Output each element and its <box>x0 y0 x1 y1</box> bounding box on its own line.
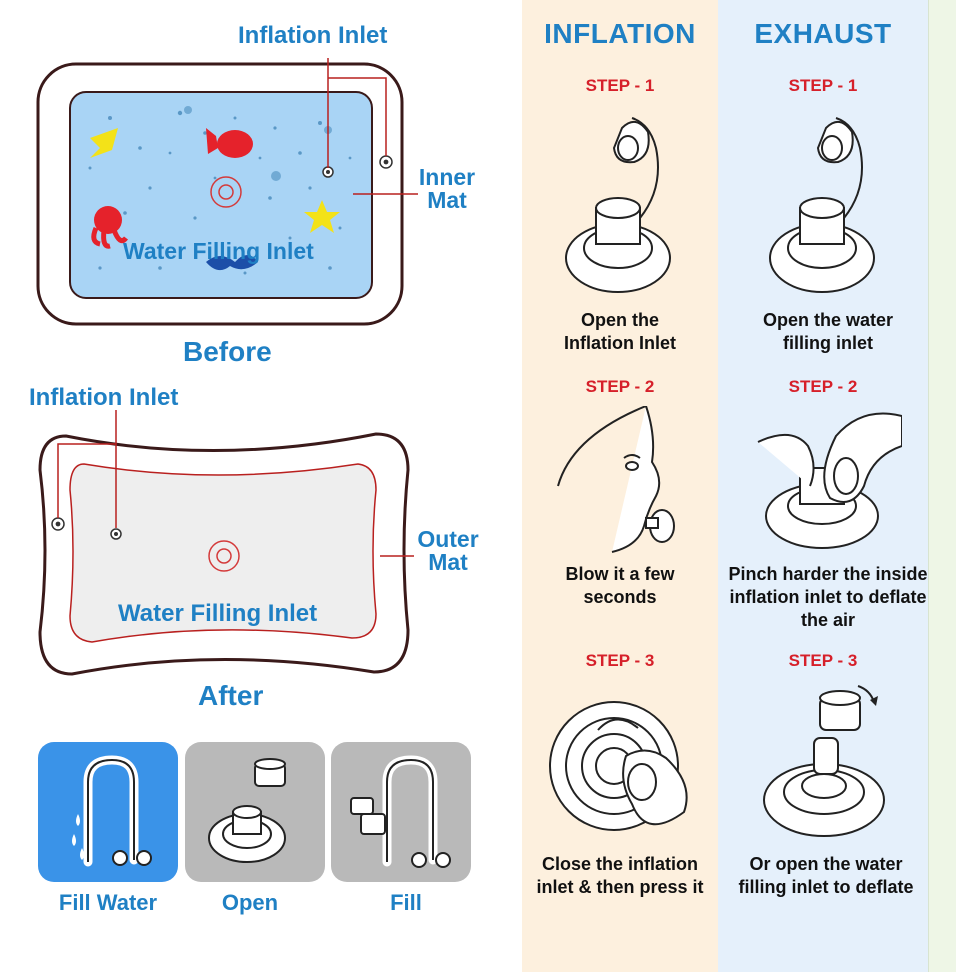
inflation-step-3-caption: Close the inflation inlet & then press i… <box>536 854 704 897</box>
inflation-step-1-label: STEP - 1 <box>585 76 655 95</box>
after-inflation-inlet-label: Inflation Inlet <box>29 384 179 411</box>
exhaust-step-2-caption: Pinch harder the inside inflation inlet … <box>728 564 928 630</box>
exhaust-step-3-caption: Or open the water filling inlet to defla… <box>738 854 914 897</box>
exhaust-step-1-valve-icon <box>769 117 875 293</box>
fill-water-tile-label: Fill Water <box>58 890 158 915</box>
exhaust-step-1-caption: Open the water filling inlet <box>762 310 894 353</box>
exhaust-step-3-cap-icon <box>763 685 885 837</box>
fill-tile-label: Fill <box>390 890 422 915</box>
exhaust-step-2-label: STEP - 2 <box>788 377 858 396</box>
inflation-step-2-caption: Blow it a few seconds <box>565 564 675 607</box>
before-mat-illustration <box>36 58 418 326</box>
after-caption: After <box>198 680 264 711</box>
exhaust-step-3-label: STEP - 3 <box>788 651 858 670</box>
right-edge-column-bg <box>928 0 956 972</box>
exhaust-step-2-pinch-icon <box>757 412 902 549</box>
after-water-filling-inlet-label: Water Filling Inlet <box>118 600 318 627</box>
outer-mat-label: Outer Mat <box>417 526 479 575</box>
after-mat-illustration <box>38 410 414 676</box>
before-caption: Before <box>183 336 272 367</box>
before-water-filling-inlet-label: Water Filling Inlet <box>123 238 314 264</box>
exhaust-heading: EXHAUST <box>754 18 892 49</box>
inner-mat-label: Inner Mat <box>418 164 476 213</box>
inflation-step-3-press-icon <box>549 701 688 831</box>
inflation-heading: INFLATION <box>544 18 696 49</box>
open-tile <box>185 742 325 882</box>
inflation-step-2-blowing-face-icon <box>557 406 675 553</box>
fill-tile <box>331 742 471 882</box>
column-divider <box>928 0 929 972</box>
open-tile-label: Open <box>221 890 279 915</box>
valve-cap-icon <box>208 758 286 863</box>
inflation-step-1-valve-icon <box>565 117 671 293</box>
faucet-icon <box>72 755 152 867</box>
exhaust-step-1-label: STEP - 1 <box>788 76 858 95</box>
inflation-step-3-label: STEP - 3 <box>585 651 655 670</box>
fill-water-tile <box>38 742 178 882</box>
inflation-step-1-caption: Open the Inflation Inlet <box>564 310 676 353</box>
before-inflation-inlet-label: Inflation Inlet <box>238 22 388 49</box>
inflation-step-2-label: STEP - 2 <box>585 377 655 396</box>
faucet-fill-icon <box>350 755 451 868</box>
